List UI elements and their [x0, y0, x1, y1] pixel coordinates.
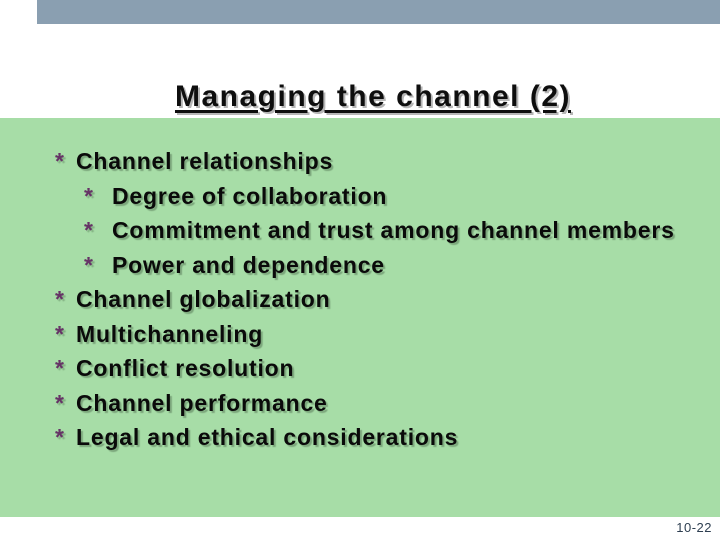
list-item-label: Channel performance [76, 389, 328, 416]
asterisk-bullet-icon: * [55, 424, 65, 450]
bullet-list: * Channel relationships * Degree of coll… [0, 118, 720, 455]
asterisk-bullet-icon: * [55, 148, 65, 174]
list-item-label: Channel relationships [76, 148, 334, 174]
list-item: * Legal and ethical considerations [0, 420, 720, 455]
asterisk-bullet-icon: * [55, 355, 65, 381]
asterisk-bullet-icon: * [84, 251, 94, 278]
list-item-label: Channel globalization [76, 286, 331, 312]
asterisk-bullet-icon: * [55, 389, 65, 416]
content-panel: * Channel relationships * Degree of coll… [0, 118, 720, 517]
list-item: * Channel relationships [0, 144, 720, 179]
list-item-label: Conflict resolution [76, 355, 295, 381]
list-item: * Channel globalization [0, 282, 720, 317]
asterisk-bullet-icon: * [55, 320, 65, 347]
list-item-label: Legal and ethical considerations [76, 424, 459, 450]
list-item: * Power and dependence [0, 248, 720, 283]
asterisk-bullet-icon: * [84, 217, 94, 243]
list-item: * Channel performance [0, 386, 720, 421]
list-item: * Conflict resolution [0, 351, 720, 386]
list-item-label: Commitment and trust among channel membe… [112, 217, 675, 243]
slide-page-number: 10-22 [676, 520, 712, 535]
asterisk-bullet-icon: * [55, 286, 65, 312]
list-item: * Commitment and trust among channel mem… [0, 213, 720, 248]
slide-title: Managing the channel (2) [174, 80, 572, 113]
list-item-label: Degree of collaboration [112, 182, 388, 209]
asterisk-bullet-icon: * [84, 182, 94, 209]
top-accent-bar [37, 0, 720, 24]
list-item: * Multichanneling [0, 317, 720, 352]
list-item-label: Power and dependence [112, 251, 385, 278]
list-item: * Degree of collaboration [0, 179, 720, 214]
list-item-label: Multichanneling [76, 320, 264, 347]
